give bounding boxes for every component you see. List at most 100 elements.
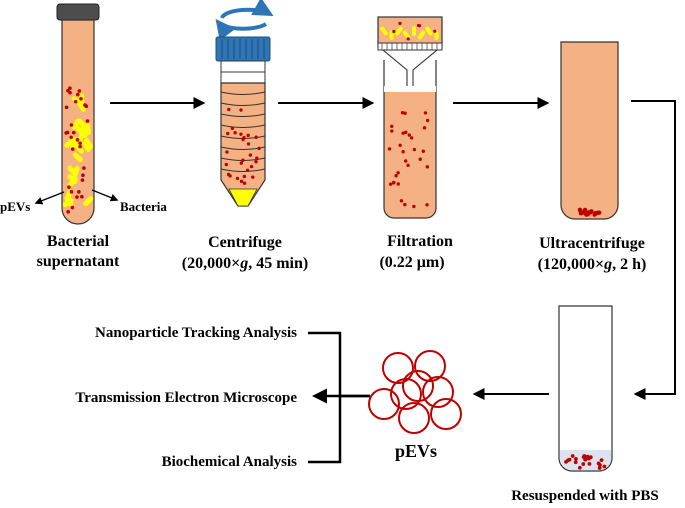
bacterium-mark: [402, 30, 411, 40]
vesicle-dot: [67, 185, 71, 189]
vesicle-dot: [587, 462, 592, 466]
tube-body: [560, 41, 619, 220]
vesicle-dot: [422, 126, 427, 130]
vesicle-dot: [239, 179, 244, 184]
bacterium-mark: [412, 26, 416, 36]
vesicle-dot: [239, 108, 243, 112]
vesicle-dot: [241, 158, 245, 162]
vesicle-dot: [403, 159, 408, 163]
analysis-tem: Transmission Electron Microscope: [75, 390, 297, 406]
ultracentrifuge-label-line1: Ultracentrifuge: [539, 235, 645, 252]
vesicle-dot: [71, 130, 76, 135]
vesicle-dot: [425, 165, 430, 169]
vesicle-dot: [77, 89, 82, 93]
vesicle-dot: [83, 103, 87, 107]
vesicle-circle: [390, 378, 422, 410]
vesicle-dot: [248, 153, 253, 157]
bacterium-mark: [72, 165, 80, 178]
vesicle-pellet: [577, 207, 602, 217]
bacterium-mark: [82, 141, 91, 152]
supernatant-label-line2: supernatant: [37, 253, 120, 270]
vesicle-dot: [78, 141, 82, 145]
vesicle-dot: [80, 194, 84, 199]
vesicle-dot: [227, 107, 231, 112]
vesicle-dot: [409, 136, 414, 140]
vesicle-dot: [589, 209, 594, 214]
vesicle-circle: [430, 398, 462, 430]
vesicle-dot: [401, 150, 405, 154]
vesicle-dot: [567, 457, 572, 462]
tube-cap: [215, 36, 271, 62]
vesicle-dot: [400, 111, 405, 115]
vesicle-dot: [423, 111, 428, 115]
vesicle-dot: [66, 210, 70, 214]
vesicle-dot: [79, 96, 83, 101]
bacteria-pellet: [228, 188, 258, 207]
vesicle-dot: [404, 130, 408, 135]
tube-body: [383, 89, 437, 219]
bacterium-mark: [395, 26, 403, 36]
vesicle-dot: [390, 129, 394, 133]
vesicle-dot: [401, 131, 405, 135]
vesicle-dot: [246, 142, 251, 146]
bacterium-mark: [85, 123, 91, 135]
vesicle-dot: [242, 174, 247, 179]
centrifuge-label-line2: (20,000×g, 45 min): [182, 255, 308, 272]
rotation-icon: [220, 0, 274, 19]
centrifuge-tube: [215, 0, 274, 207]
vesicle-dot: [570, 454, 575, 458]
vesicle-dot: [403, 202, 407, 207]
pevs-label: pEVs: [395, 441, 437, 461]
vesicle-dot: [581, 462, 586, 466]
vesicle-dot: [255, 156, 259, 160]
vesicle-cluster: [564, 454, 607, 470]
vesicle-dot: [245, 168, 250, 173]
bacteria-pointer-label: Bacteria: [120, 199, 167, 214]
vesicle-dot: [228, 174, 232, 178]
vesicle-dot: [75, 138, 80, 142]
vesicle-dot: [602, 464, 607, 469]
vesicle-dot: [76, 92, 80, 97]
vesicle-dot: [64, 105, 69, 110]
vesicle-dot: [394, 174, 398, 178]
supernatant-label-line1: Bacterial: [47, 233, 110, 250]
vesicle-circle: [398, 402, 430, 434]
vesicle-dot: [573, 460, 578, 465]
vesicle-dot: [230, 126, 235, 131]
vesicle-dot: [257, 146, 261, 151]
vesicle-dot: [242, 181, 247, 185]
vesicle-dot: [433, 29, 437, 33]
vesicle-dot: [85, 119, 90, 123]
vesicle-dot: [392, 29, 396, 34]
vesicle-dot: [73, 99, 78, 104]
vesicle-dot: [588, 455, 593, 460]
bacterium-mark: [380, 26, 388, 36]
vesicle-dot: [403, 111, 407, 115]
bacterium-mark: [425, 26, 433, 36]
vesicle-dot: [254, 135, 258, 139]
vesicle-dot: [251, 175, 255, 179]
vesicle-dot: [66, 88, 70, 93]
bacterium-mark: [68, 176, 78, 188]
vesicle-dot: [418, 157, 422, 161]
vesicle-dot: [246, 133, 250, 138]
vesicle-dot: [421, 149, 426, 153]
vesicle-dot: [582, 454, 587, 458]
filtration-tube: [377, 16, 443, 219]
ultracentrifuge-label-line2: (120,000×g, 2 h): [538, 256, 647, 273]
resuspended-label: Resuspended with PBS: [511, 488, 659, 504]
vesicle-dot: [390, 124, 394, 129]
vesicle-cluster: [387, 111, 430, 209]
tube-body: [220, 82, 266, 207]
vesicle-dot: [396, 182, 400, 186]
bacterium-mark: [72, 152, 83, 163]
vesicle-dot: [599, 458, 604, 463]
vesicle-dot: [69, 135, 73, 139]
vesicle-dot: [69, 190, 74, 194]
vesicle-dot: [577, 207, 583, 213]
vesicle-dot: [407, 133, 412, 137]
vesicle-dot: [70, 147, 75, 151]
vesicle-dot: [239, 161, 244, 165]
vesicle-dot: [226, 131, 230, 136]
